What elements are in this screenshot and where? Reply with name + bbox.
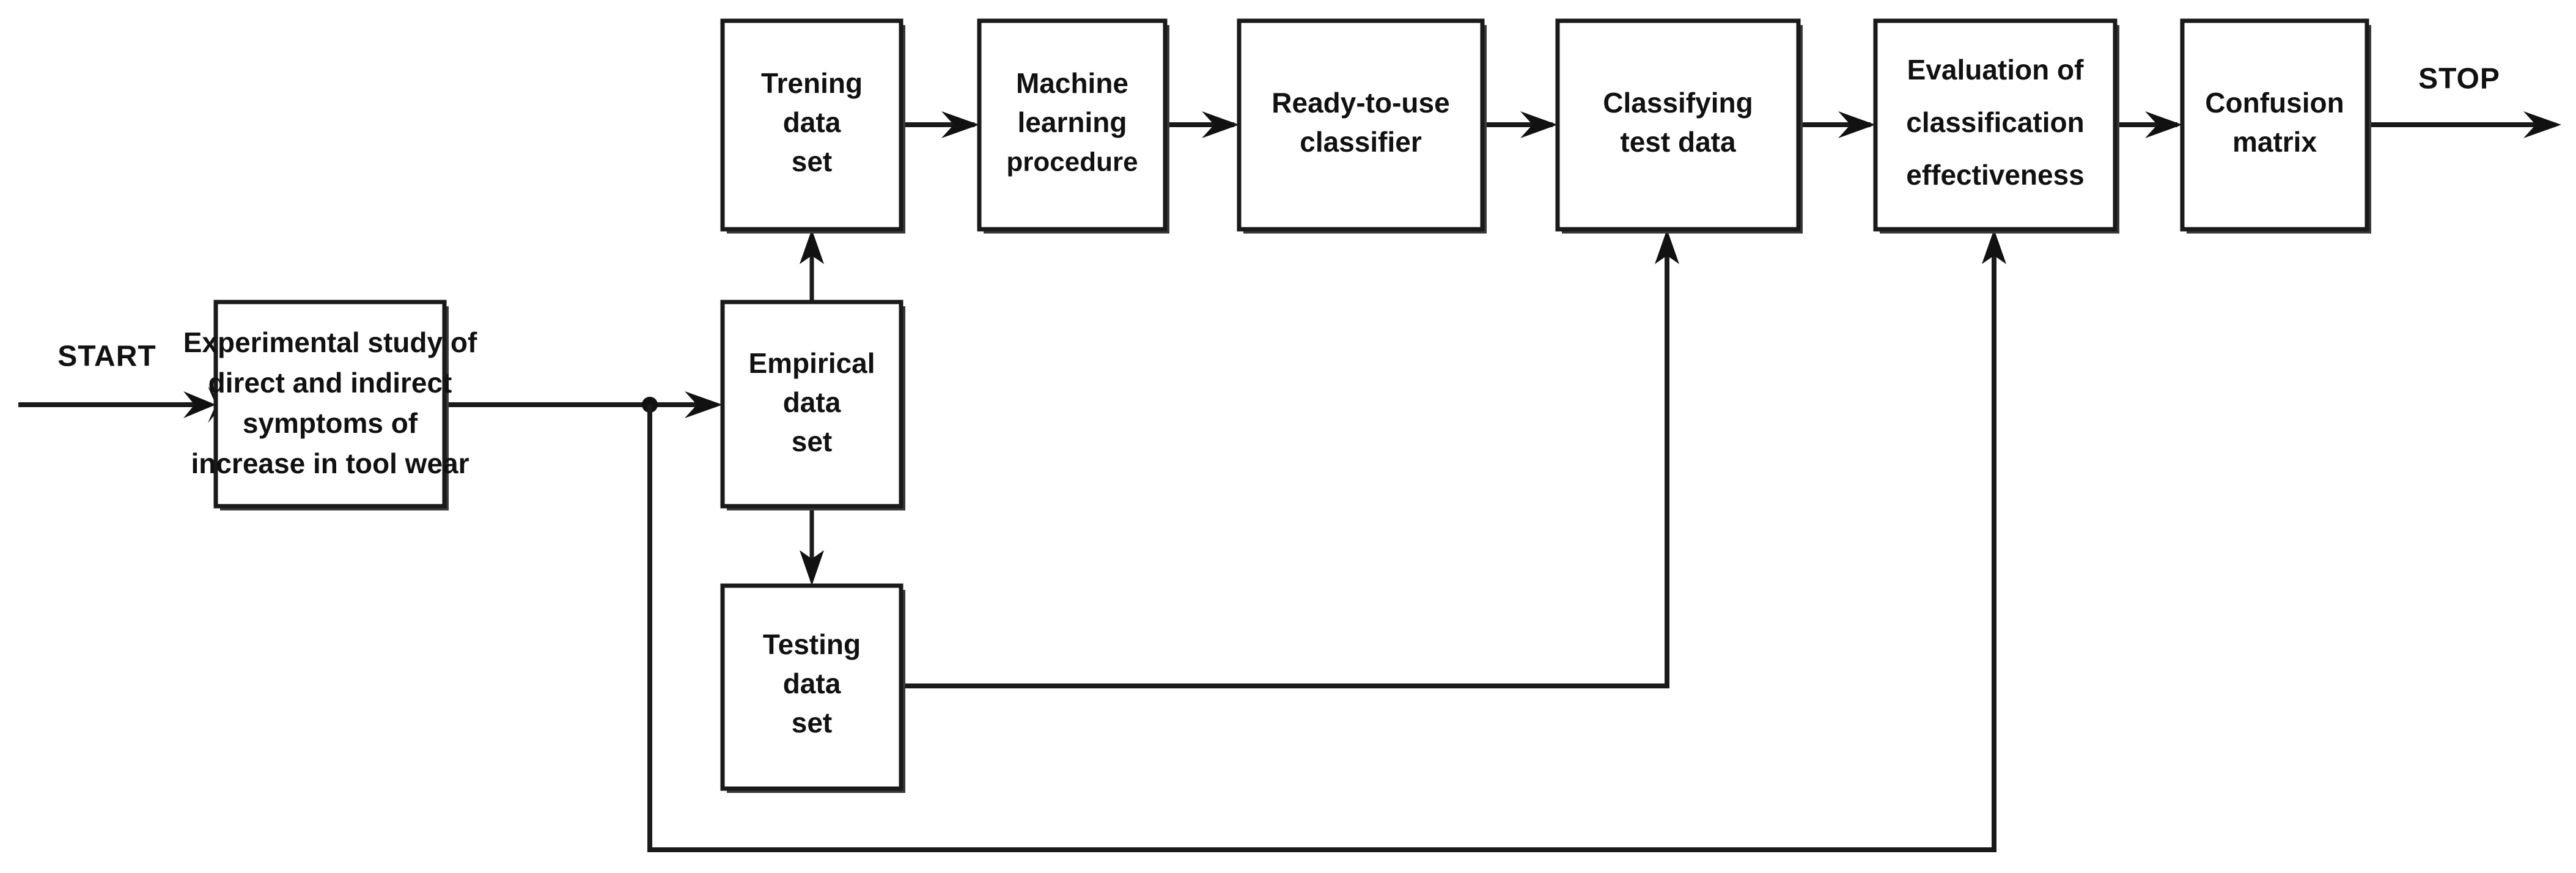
- node-label-line: learning: [1018, 106, 1127, 138]
- node-label-line: Machine: [1016, 67, 1128, 99]
- edge-experimental-to-empirical: [444, 391, 723, 418]
- edge-empirical-to-testing: [800, 506, 824, 586]
- edge-classifying-to-evaluation: [1798, 111, 1875, 138]
- edge-trening-to-machine-learning: [901, 111, 979, 138]
- node-label-line: Trening: [761, 67, 863, 99]
- node-label-line: procedure: [1006, 147, 1138, 177]
- node-label-line: symptoms of: [243, 407, 418, 439]
- node-trening-data-set[interactable]: Trening data set: [720, 18, 905, 234]
- node-label-line: data: [783, 386, 841, 418]
- edge-machine-learning-to-classifier: [1165, 111, 1239, 138]
- node-label-line: Empirical: [748, 347, 875, 379]
- edge-confusion-to-stop: [2367, 111, 2561, 138]
- node-confusion-matrix[interactable]: Confusion matrix: [2180, 18, 2371, 234]
- stop-terminator-label: STOP: [2418, 63, 2500, 95]
- node-label-line: data: [783, 106, 841, 138]
- node-machine-learning-procedure[interactable]: Machine learning procedure: [977, 18, 1169, 234]
- node-label-line: Classifying: [1603, 87, 1753, 119]
- node-label-line: Ready-to-use: [1271, 87, 1449, 119]
- node-label-line: data: [783, 668, 841, 699]
- node-label-line: set: [792, 146, 832, 177]
- node-ready-to-use-classifier[interactable]: Ready-to-use classifier: [1237, 18, 1487, 234]
- node-classifying-test-data[interactable]: Classifying test data: [1555, 18, 1803, 234]
- node-label-line: matrix: [2232, 126, 2317, 158]
- node-label-line: set: [792, 707, 832, 739]
- edge-evaluation-to-confusion: [2115, 111, 2182, 138]
- node-label-line: Testing: [763, 628, 861, 660]
- node-label-line: direct and indirect: [208, 367, 452, 399]
- edge-start-to-experimental: [18, 386, 223, 423]
- node-testing-data-set[interactable]: Testing data set: [720, 583, 905, 793]
- edge-classifier-to-classifying: [1482, 111, 1558, 138]
- edge-testing-to-classifying: [901, 229, 1679, 688]
- node-label-line: Confusion: [2205, 87, 2344, 119]
- node-label-line: Evaluation of: [1907, 54, 2084, 86]
- node-label-line: set: [792, 425, 832, 457]
- node-label-line: test data: [1620, 126, 1736, 158]
- node-label-line: classifier: [1300, 126, 1422, 158]
- start-terminator-label: START: [57, 341, 156, 373]
- edge-empirical-to-trening: [800, 229, 824, 302]
- node-experimental-study[interactable]: Experimental study of direct and indirec…: [183, 300, 477, 510]
- node-label-line: increase in tool wear: [191, 448, 469, 479]
- node-evaluation-of-classification-effectiveness[interactable]: Evaluation of classification effectivene…: [1873, 18, 2119, 234]
- node-label-line: classification: [1906, 106, 2084, 138]
- node-empirical-data-set[interactable]: Empirical data set: [720, 300, 905, 510]
- edge-experimental-feedback-to-evaluation: [647, 229, 2006, 852]
- node-label-line: Experimental study of: [183, 326, 477, 358]
- node-label-line: effectiveness: [1906, 159, 2085, 191]
